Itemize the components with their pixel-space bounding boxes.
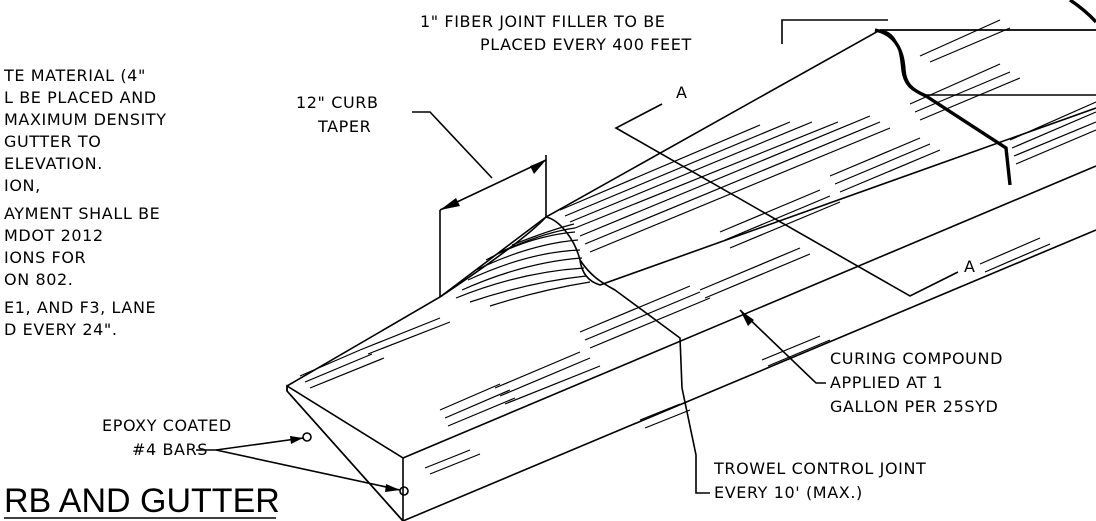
note-line: GUTTER TO [4,132,101,151]
note-line: ION, [4,176,41,195]
section-a-label-right: A [964,257,976,276]
note-line: IONS FOR [4,248,86,267]
general-notes: TE MATERIAL (4" L BE PLACED AND MAXIMUM … [3,66,167,339]
note-line: MAXIMUM DENSITY [4,110,167,129]
surface-hatching [299,19,1096,475]
note-line: L BE PLACED AND [4,88,157,107]
rebar-circle [302,432,312,442]
note-line: AYMENT SHALL BE [4,204,160,223]
note-line: TE MATERIAL (4" [3,66,146,85]
callout-fiber-joint: 1" FIBER JOINT FILLER TO BE PLACED EVERY… [420,12,888,54]
note-line: E1, AND F3, LANE [4,298,156,317]
section-a-label-top: A [676,83,688,102]
fiber-joint-label-2: PLACED EVERY 400 FEET [480,35,692,54]
section-a-cut: A A [614,83,976,297]
trowel-label-2: EVERY 10' (MAX.) [714,483,863,502]
trowel-label-1: TROWEL CONTROL JOINT [713,459,926,478]
note-line: MDOT 2012 [4,226,104,245]
detail-title: RB AND GUTTER [4,482,280,520]
note-line: D EVERY 24". [4,320,118,339]
callout-trowel-joint: TROWEL CONTROL JOINT EVERY 10' (MAX.) [681,387,926,502]
rebar-circle [399,486,409,496]
curing-label-3: GALLON PER 25SYD [830,397,998,416]
curing-label-2: APPLIED AT 1 [830,373,943,392]
corner-arc [1069,0,1096,24]
epoxy-label-2: #4 BARS [132,440,208,459]
callout-curing-compound: CURING COMPOUND APPLIED AT 1 GALLON PER … [739,309,1003,416]
curb-taper-label-2: TAPER [317,117,371,136]
curb-taper-label-1: 12" CURB [296,93,379,112]
fiber-joint-line [874,28,1012,186]
callout-curb-taper: 12" CURB TAPER [296,93,547,297]
note-line: ON 802. [4,270,73,289]
note-line: ELEVATION. [4,154,103,173]
callout-epoxy-bars: EPOXY COATED #4 BARS [102,416,401,492]
curing-label-1: CURING COMPOUND [830,349,1003,368]
epoxy-label-1: EPOXY COATED [102,416,232,435]
curb-gutter-slab [286,19,1096,521]
fiber-joint-label-1: 1" FIBER JOINT FILLER TO BE [420,12,666,31]
taper-hatching [455,223,591,307]
